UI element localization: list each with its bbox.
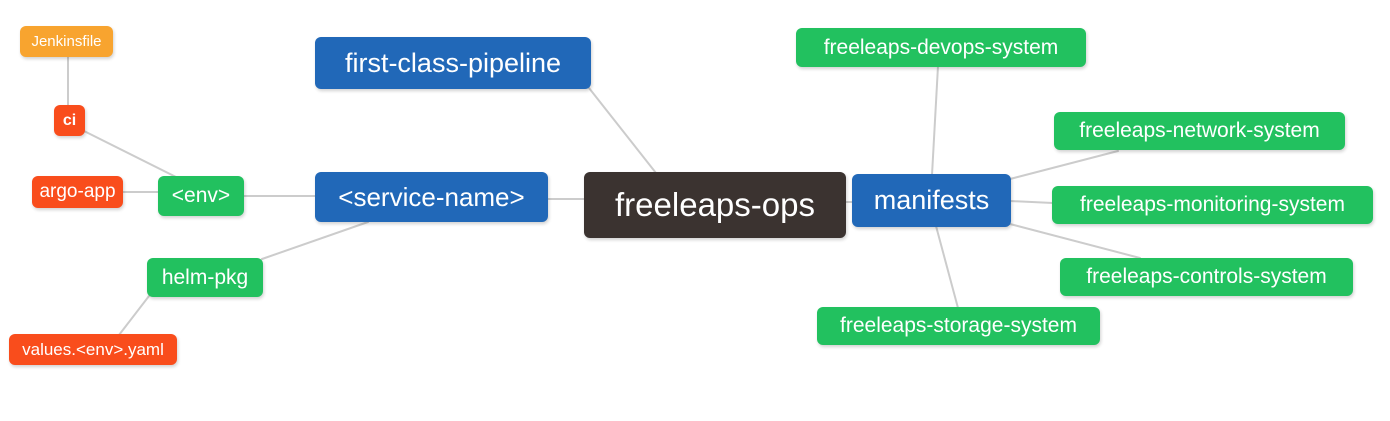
edge-devops-manifests <box>931 65 939 176</box>
node-values-env-yaml[interactable]: values.<env>.yaml <box>9 334 177 365</box>
node-freeleaps-storage-system[interactable]: freeleaps-storage-system <box>817 307 1100 345</box>
edge-manifests-monitoring <box>1009 200 1054 204</box>
node-argo-app[interactable]: argo-app <box>32 176 123 208</box>
node-ci[interactable]: ci <box>54 105 85 136</box>
edge-manifests-storage <box>935 225 959 309</box>
edge-service-name-helm-pkg <box>261 221 369 260</box>
edge-manifests-network <box>1009 150 1119 180</box>
node-service-name[interactable]: <service-name> <box>315 172 548 222</box>
node-freeleaps-ops-root[interactable]: freeleaps-ops <box>584 172 846 238</box>
node-freeleaps-monitoring-system[interactable]: freeleaps-monitoring-system <box>1052 186 1373 224</box>
edge-helm-pkg-values <box>118 295 150 336</box>
node-freeleaps-controls-system[interactable]: freeleaps-controls-system <box>1060 258 1353 296</box>
node-jenkinsfile[interactable]: Jenkinsfile <box>20 26 113 57</box>
node-manifests[interactable]: manifests <box>852 174 1011 227</box>
node-helm-pkg[interactable]: helm-pkg <box>147 258 263 297</box>
node-freeleaps-devops-system[interactable]: freeleaps-devops-system <box>796 28 1086 67</box>
node-env[interactable]: <env> <box>158 176 244 216</box>
edge-manifests-controls <box>1009 223 1141 259</box>
node-first-class-pipeline[interactable]: first-class-pipeline <box>315 37 591 89</box>
node-freeleaps-network-system[interactable]: freeleaps-network-system <box>1054 112 1345 150</box>
edge-pipeline-root <box>588 87 657 174</box>
